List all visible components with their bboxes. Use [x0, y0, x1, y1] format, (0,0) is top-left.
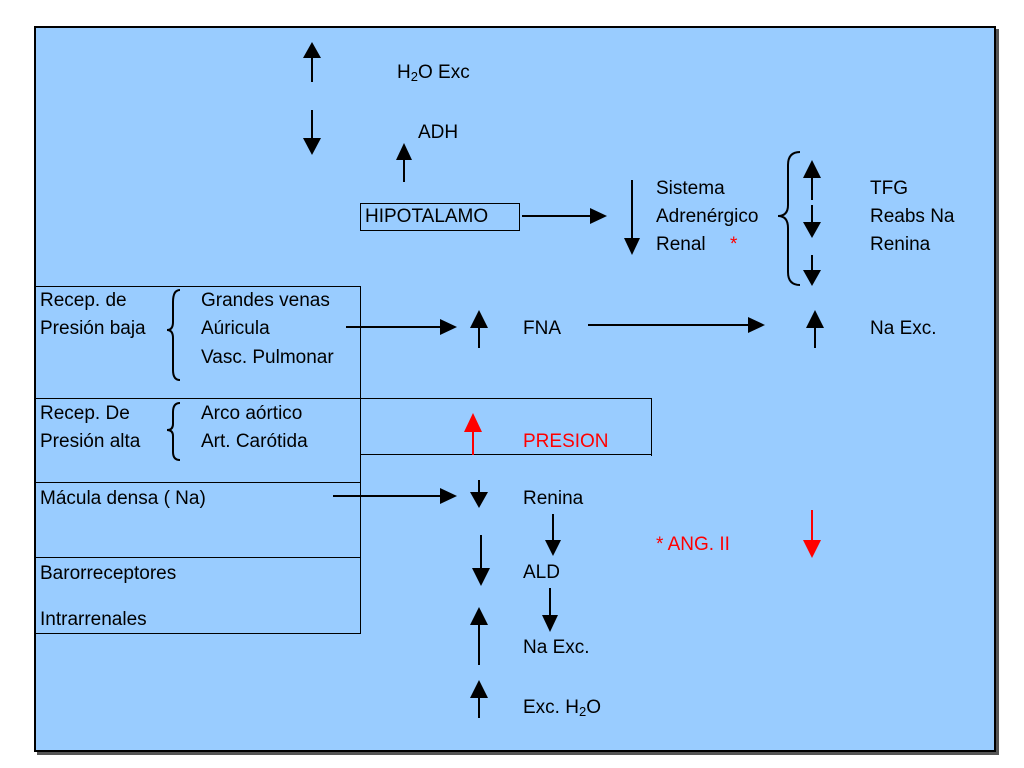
renina-effect-label: Renina: [870, 234, 931, 255]
hipotalamo-box: [360, 203, 520, 231]
hipotalamo-label: HIPOTALAMO: [365, 206, 489, 227]
baro-label-1: Barorreceptores: [40, 563, 177, 584]
low-item-3: Vasc. Pulmonar: [201, 347, 334, 368]
low-item-2: Aúricula: [201, 318, 270, 339]
na-exc-effect-label: Na Exc.: [870, 318, 937, 339]
high-pressure-frame: [35, 398, 652, 456]
low-item-1: Grandes venas: [201, 290, 330, 311]
diagram-panel: [34, 26, 996, 752]
na-exc-label: Na Exc.: [523, 637, 590, 658]
divider-baro: [35, 557, 361, 559]
high-recep-l2: Presión alta: [40, 431, 141, 452]
ald-label: ALD: [523, 562, 560, 583]
presion-label: PRESION: [523, 431, 609, 452]
sistema-line2: Adrenérgico: [656, 206, 759, 227]
low-recep-l2: Presión baja: [40, 318, 146, 339]
ang-ii-label: * ANG. II: [656, 534, 730, 555]
tfg-label: TFG: [870, 178, 908, 199]
receptors-frame: [35, 286, 361, 634]
high-pressure-bottom-line: [360, 454, 652, 456]
sistema-asterisk: *: [730, 234, 738, 255]
renina-label: Renina: [523, 488, 584, 509]
sistema-line1: Sistema: [656, 178, 725, 199]
exc-h2o-label: Exc. H2O: [523, 697, 601, 719]
adh-label: ADH: [418, 122, 459, 143]
h2o-exc-label: H2O Exc: [397, 62, 470, 84]
reabs-na-label: Reabs Na: [870, 206, 955, 227]
sistema-line3: Renal: [656, 234, 706, 255]
low-recep-l1: Recep. de: [40, 290, 127, 311]
high-recep-l1: Recep. De: [40, 403, 130, 424]
macula-densa-label: Mácula densa ( Na): [40, 488, 206, 509]
fna-label: FNA: [523, 318, 561, 339]
baro-label-2: Intrarrenales: [40, 609, 147, 630]
high-item-1: Arco aórtico: [201, 403, 303, 424]
divider-macula: [35, 482, 361, 484]
high-item-2: Art. Carótida: [201, 431, 308, 452]
